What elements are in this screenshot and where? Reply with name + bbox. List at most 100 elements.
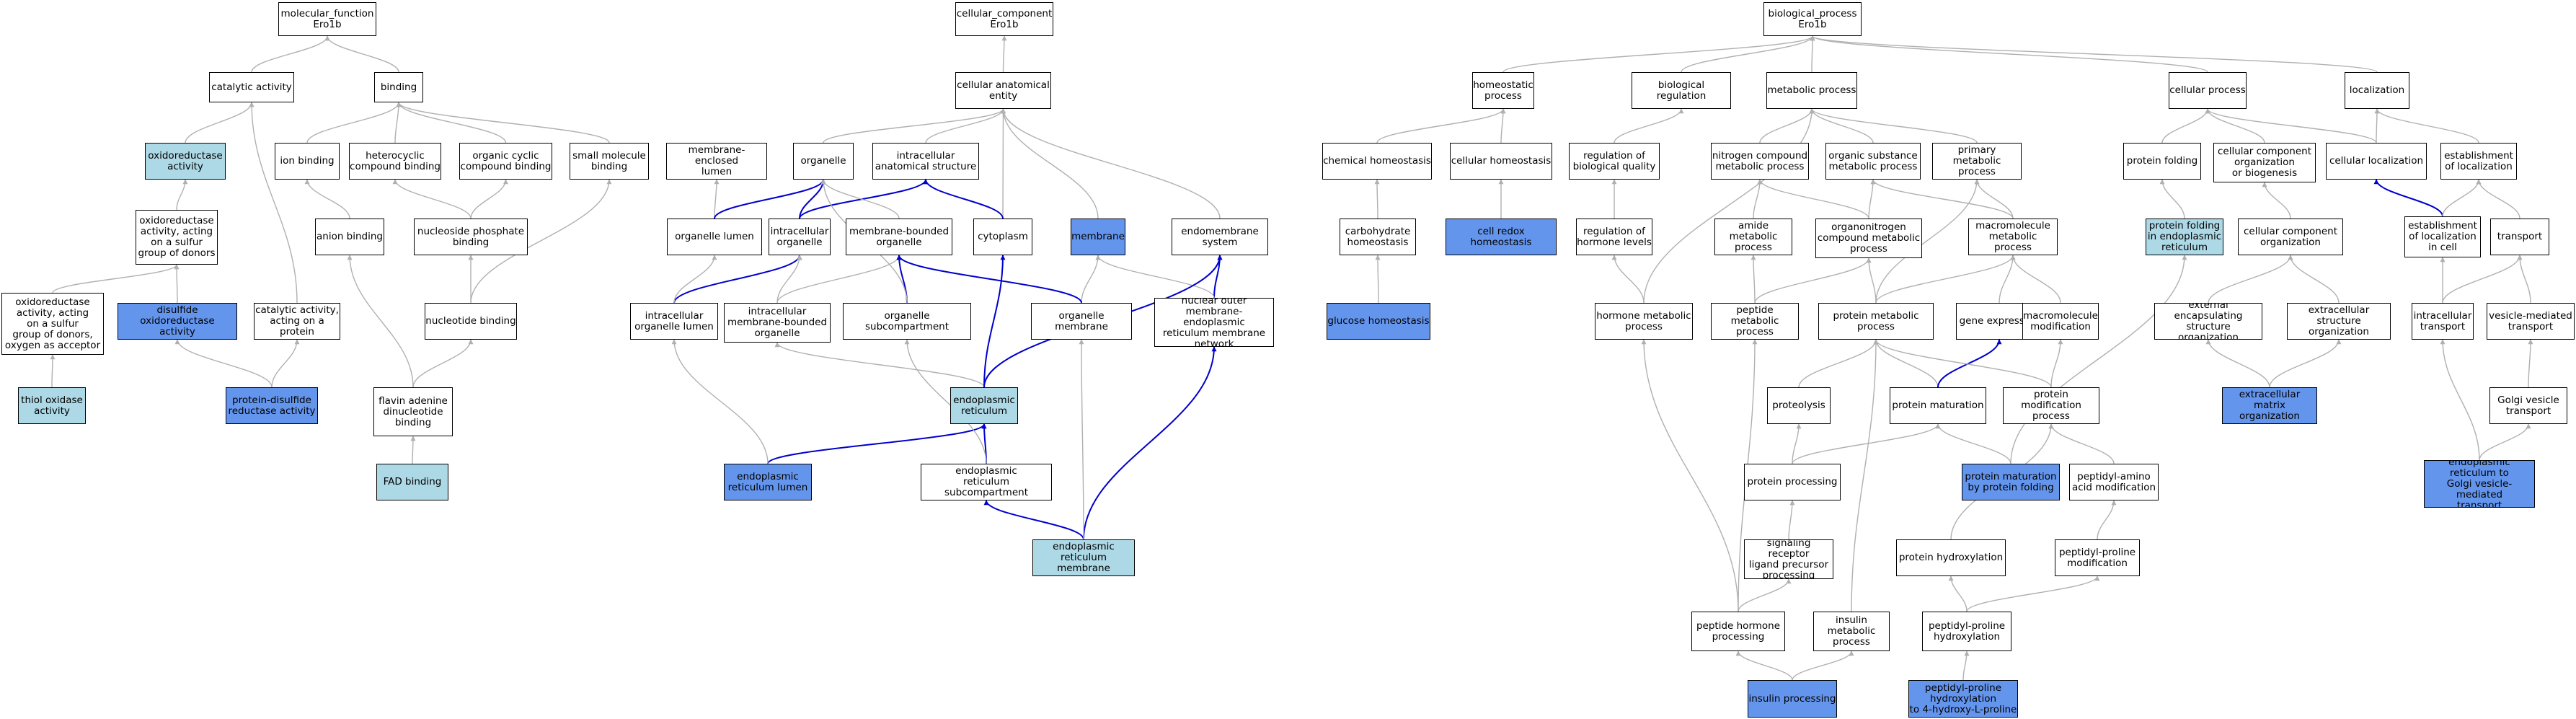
node-ias: intracellular anatomical structure: [872, 143, 979, 180]
node-estloc: establishment of localization: [2440, 143, 2517, 180]
edge-protproc-to-protmat: [1792, 423, 1941, 464]
edge-oxoxy-to-oxsulf: [52, 264, 180, 294]
node-thiol: thiol oxidase activity: [18, 387, 86, 424]
edge-erlum-to-icol: [671, 339, 769, 464]
node-homeo: homeostatic process: [1472, 72, 1534, 109]
node-disulf: disulfide oxidoreductase activity: [118, 303, 237, 340]
edge-extorg-to-cco: [2288, 255, 2340, 304]
node-ppoh: peptidyl-proline hydroxylation: [1922, 612, 2011, 651]
edge-nucphos-to-hetb: [392, 179, 472, 219]
edge-ictrans-to-transp: [2442, 255, 2523, 304]
node-protmod: protein modification process: [2003, 387, 2099, 424]
node-orgsub: organelle subcompartment: [843, 303, 971, 340]
node-cyto: cytoplasm: [973, 219, 1032, 255]
edge-sigrec-to-protproc: [1788, 500, 1795, 540]
edge-cae-to-cc: [1001, 35, 1007, 73]
edge-orgmem-to-mbo: [896, 255, 1082, 304]
edge-pepm-to-orgnit: [1754, 257, 1872, 304]
node-protproc: protein processing: [1744, 464, 1841, 500]
edge-orgnl-to-cae: [823, 108, 1006, 144]
node-insm: insulin metabolic process: [1813, 612, 1890, 651]
edge-cata-to-mf: [251, 35, 330, 73]
node-vesic: vesicle-mediated transport: [2487, 303, 2575, 340]
node-cellloc: cellular localization: [2326, 143, 2427, 180]
edge-pmpf-to-protmat: [1935, 423, 2011, 464]
node-sigrec: signaling receptor ligand precursor proc…: [1744, 539, 1833, 579]
edge-pp4h-to-ppoh: [1962, 650, 1970, 681]
node-erlum: endoplasmic reticulum lumen: [724, 464, 812, 500]
node-catprot: catalytic activity, acting on a protein: [254, 303, 340, 340]
edge-protm-to-primm: [1875, 179, 1980, 304]
node-orgnit: organonitrogen compound metabolic proces…: [1815, 219, 1922, 258]
edge-mbo-to-orgnl: [820, 179, 900, 219]
node-cco: cellular component organization: [2238, 219, 2343, 255]
node-icorg: intracellular organelle: [769, 219, 831, 255]
edge-anion-to-ionb: [304, 179, 350, 219]
edge-insproc-to-insm: [1792, 650, 1854, 681]
edge-orgnit-to-orgsubst: [1868, 179, 1876, 219]
edge-primm-to-metab: [1809, 108, 1978, 144]
edge-bioreg-to-bp: [1681, 35, 1815, 73]
edge-homeo-to-bp: [1502, 35, 1815, 73]
node-cellh: cellular homeostasis: [1450, 143, 1552, 180]
node-orglum: organelle lumen: [667, 219, 762, 255]
edge-protmat-to-gene: [1937, 339, 2002, 388]
edge-ias-to-cae: [925, 108, 1006, 144]
node-macmod: macromolecule modification: [2022, 303, 2099, 340]
edge-insm-to-protm: [1851, 339, 1879, 612]
node-mf: molecular_function Ero1b: [278, 2, 376, 36]
node-ecm: extracellular matrix organization: [2222, 387, 2317, 424]
node-ermem: endoplasmic reticulum membrane: [1032, 539, 1135, 576]
node-orgmem: organelle membrane: [1031, 303, 1132, 340]
node-nucb: nucleotide binding: [425, 303, 517, 340]
node-cellp: cellular process: [2169, 72, 2247, 109]
edge-pepprol-to-pepamino: [2097, 500, 2117, 540]
node-pmpf: protein maturation by protein folding: [1962, 464, 2060, 500]
edge-peph-to-hormm: [1641, 339, 1739, 612]
edge-cyto-to-ias: [923, 179, 1004, 219]
node-ccob: cellular component organization or bioge…: [2213, 143, 2316, 182]
node-endom: endomembrane system: [1172, 219, 1268, 255]
edge-nucouter-to-memb: [1095, 255, 1215, 299]
node-protf: protein folding: [2123, 143, 2201, 180]
edge-ersub-to-orgsub: [904, 339, 987, 464]
edge-macro-to-primm: [1974, 179, 2014, 219]
node-icol: intracellular organelle lumen: [630, 303, 718, 340]
edge-orglum-to-membl: [714, 179, 720, 219]
edge-gene-to-macro: [1999, 255, 2016, 304]
edge-ertogolgi-to-ictrans: [2440, 339, 2480, 461]
edge-golgi-to-vesic: [2528, 339, 2533, 388]
node-pp4h: peptidyl-proline hydroxylation to 4-hydr…: [1908, 680, 2018, 718]
edge-thiol-to-oxoxy: [50, 354, 56, 388]
edge-metab-to-bp: [1810, 35, 1815, 73]
node-fad: FAD binding: [376, 464, 448, 500]
edge-icol-to-orglum: [673, 255, 717, 304]
edge-bind-to-mf: [324, 35, 399, 73]
edge-ermem-to-orgmem: [1079, 339, 1084, 540]
edge-icmbo-to-mbo: [776, 255, 902, 304]
edge-nucphos-to-orgcyc: [470, 179, 508, 219]
node-icmbo: intracellular membrane-bounded organelle: [724, 303, 831, 343]
edge-carbh-to-chemh: [1374, 179, 1380, 219]
node-membl: membrane-enclosed lumen: [666, 143, 767, 180]
edge-hormm-to-reghl: [1611, 255, 1645, 304]
node-nucphos: nucleoside phosphate binding: [414, 219, 528, 255]
node-bp: biological_process Ero1b: [1763, 2, 1862, 36]
node-cc: cellular_component Ero1b: [955, 2, 1053, 36]
node-amide: amide metabolic process: [1714, 219, 1792, 255]
node-regbq: regulation of biological quality: [1569, 143, 1660, 180]
node-hetb: heterocyclic compound binding: [349, 143, 441, 180]
node-insproc: insulin processing: [1748, 680, 1837, 718]
node-pfer: protein folding in endoplasmic reticulum: [2146, 219, 2223, 255]
edge-regbq-to-bioreg: [1614, 108, 1684, 144]
node-peph: peptide hormone processing: [1691, 612, 1785, 651]
node-pepamino: peptidyl-amino acid modification: [2069, 464, 2159, 500]
node-mbo: membrane-bounded organelle: [846, 219, 952, 255]
node-bind: binding: [374, 72, 423, 102]
edge-cellh-to-homeo: [1500, 108, 1506, 144]
node-protm: protein metabolic process: [1818, 303, 1934, 340]
node-local: localization: [2345, 72, 2409, 109]
node-prothyd: protein hydroxylation: [1896, 539, 2006, 576]
edge-erlum-to-er: [767, 423, 987, 464]
